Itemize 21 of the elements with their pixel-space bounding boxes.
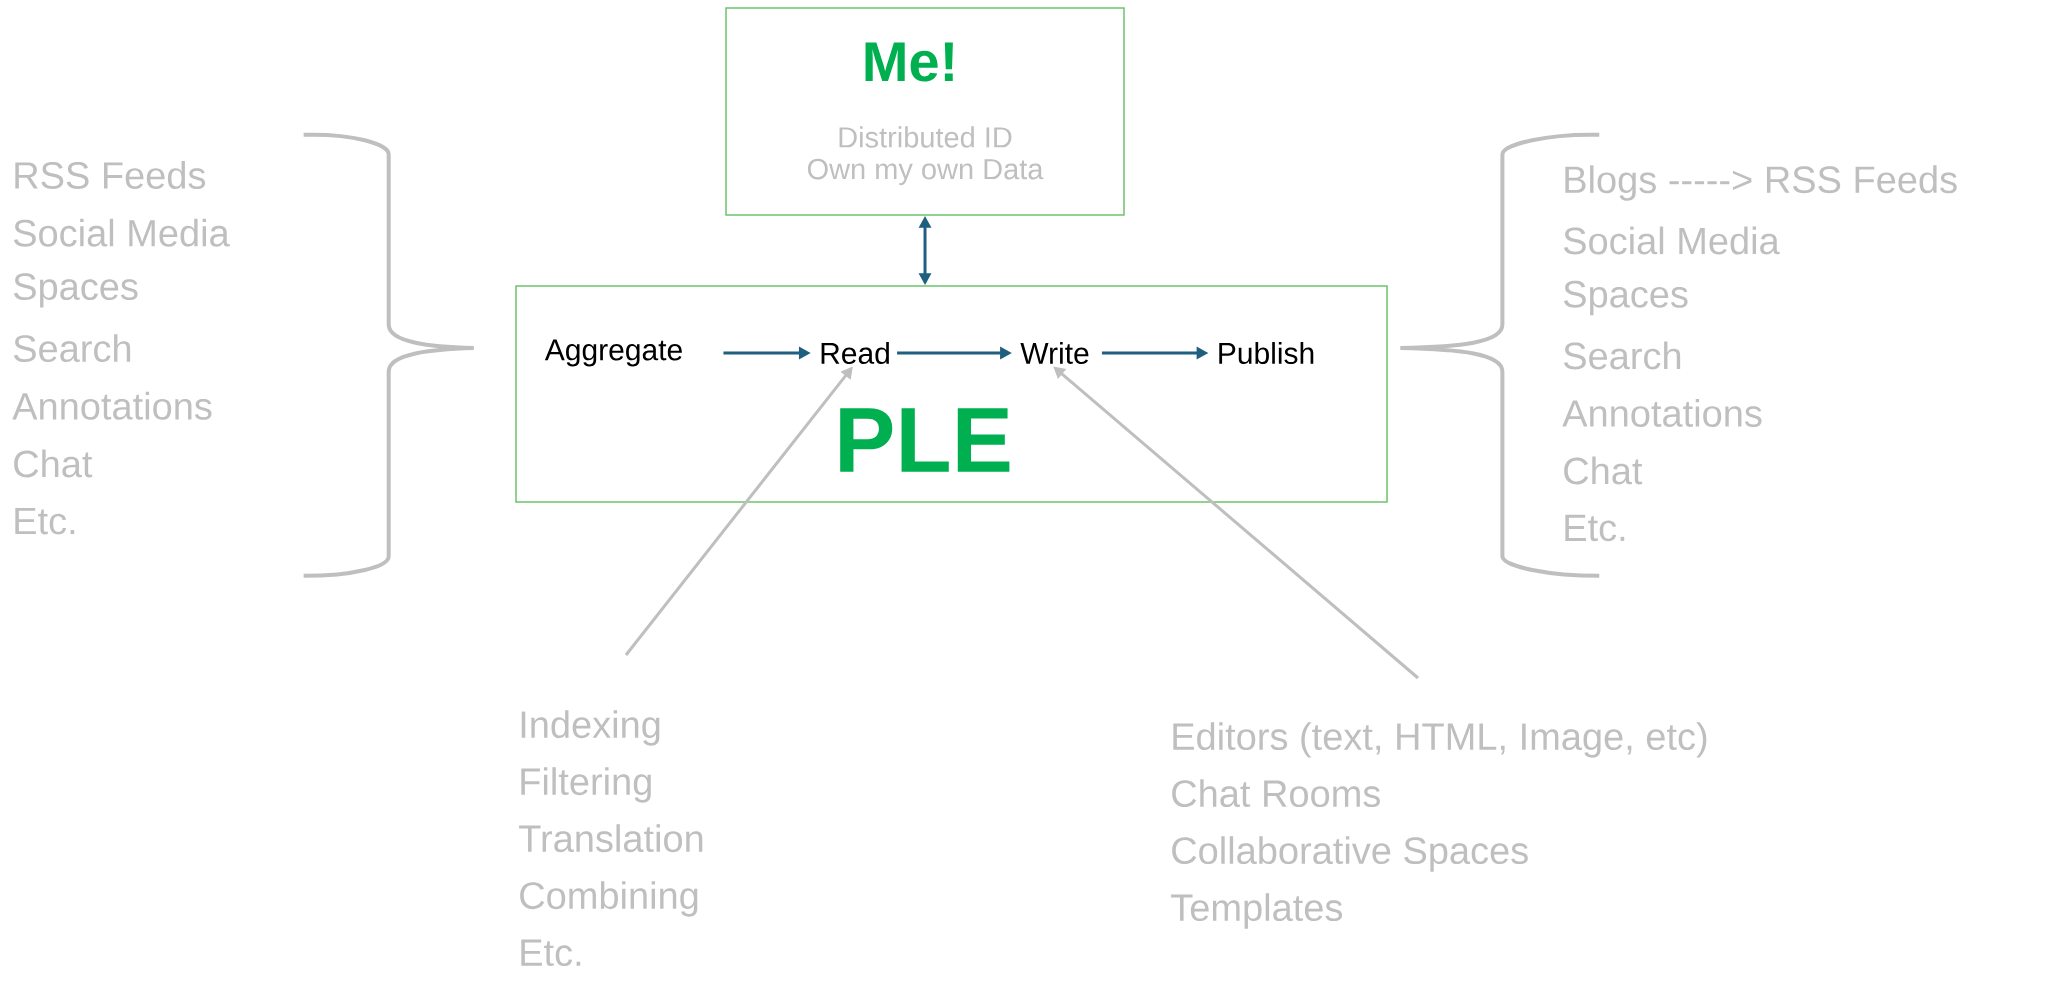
list-item: RSS Feeds <box>15 161 206 189</box>
step-label: Read <box>821 342 889 365</box>
list-item: Chat <box>14 449 93 478</box>
list-item: Etc. <box>1565 514 1625 542</box>
step-label: Aggregate <box>544 339 682 367</box>
identity-box: Me! Distributed ID Own my own Data <box>725 7 1125 216</box>
list-item: Social Media <box>13 218 230 247</box>
step-label: Write <box>1020 342 1089 365</box>
text-list: Indexing Filtering Translation Combining Etc. <box>519 710 703 967</box>
list-item: Spaces <box>1563 280 1688 316</box>
list-item: Search <box>1563 341 1681 370</box>
text-list: Editors (text, HTML, Image, etc) Chat Rooms Collaborative Spaces Templates <box>1171 722 1707 929</box>
list-item: Annotations <box>1562 399 1762 427</box>
list-item: Search <box>13 334 131 363</box>
list-item: Chat <box>1564 456 1643 485</box>
list-item: Etc. <box>15 507 75 535</box>
list-item: Blogs -----> RSS Feeds <box>1565 165 1957 201</box>
list-item: Spaces <box>13 273 138 308</box>
list-item: Social Media <box>1563 226 1780 255</box>
step-label: Publish <box>1219 342 1314 365</box>
list-item: Annotations <box>12 391 212 420</box>
